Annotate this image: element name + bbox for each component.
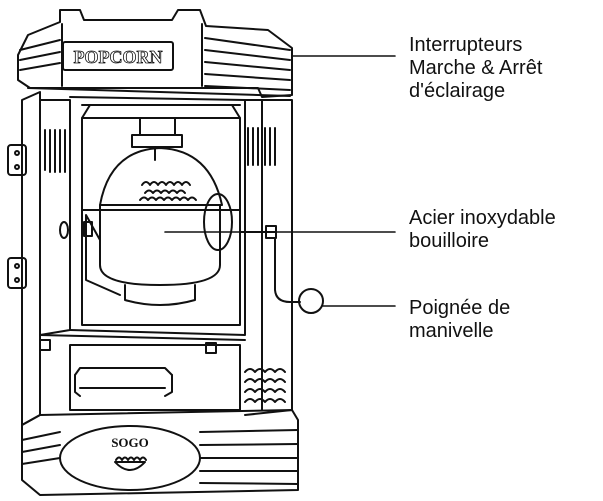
callout-crank-handle: Poignée de manivelle (409, 297, 510, 343)
callout-light-switches: Interrupteurs Marche & Arrêt d'éclairage (409, 34, 542, 103)
kettle (82, 118, 240, 305)
brand-logo-text: SOGO (111, 435, 149, 450)
callout-line: Poignée de (409, 297, 510, 320)
callout-line: Interrupteurs (409, 34, 542, 57)
machine-cabinet (22, 92, 292, 425)
crank-handle (240, 226, 323, 313)
popcorn-sign-text: POPCORN (74, 47, 163, 67)
lower-cabinet (40, 335, 285, 410)
callout-kettle: Acier inoxydable bouilloire (409, 207, 556, 253)
machine-base: SOGO (22, 410, 298, 495)
callout-line: bouilloire (409, 230, 556, 253)
callout-line: d'éclairage (409, 80, 542, 103)
callout-line: Acier inoxydable (409, 207, 556, 230)
callout-line: manivelle (409, 320, 510, 343)
callout-line: Marche & Arrêt (409, 57, 542, 80)
popcorn-sign: POPCORN (63, 42, 173, 70)
